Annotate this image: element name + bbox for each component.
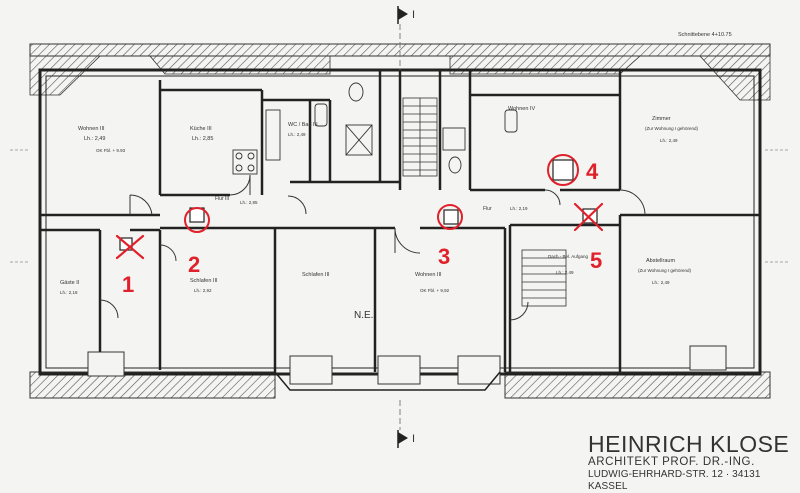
red-markers: 1 2 3 4 5 xyxy=(115,154,604,297)
architect-address: LUDWIG-EHRHARD-STR. 12 · 34131 KASSEL xyxy=(588,469,761,492)
room-area: Lh.: 2,49 xyxy=(84,136,105,142)
roof-hatching xyxy=(29,43,771,399)
room-name: WC / Bad III xyxy=(288,122,318,128)
room-name: Küche III xyxy=(190,126,212,132)
dimension-marks xyxy=(10,149,790,263)
room-name: Flur III xyxy=(215,196,229,202)
sanitary-fixtures xyxy=(232,82,518,175)
marker-1-cross xyxy=(115,234,145,260)
room-name: Wohnen III xyxy=(415,272,442,278)
room-name: Schlafen III xyxy=(302,272,330,278)
marker-2-number: 2 xyxy=(188,252,200,277)
stairwell xyxy=(402,97,567,307)
north-mark: N.E. xyxy=(354,310,373,321)
room-name: Gäste II xyxy=(60,280,80,286)
interior-walls xyxy=(40,70,760,372)
architect-name: HEINRICH KLOSE xyxy=(588,431,790,457)
room-name: Wohnen IV xyxy=(508,106,535,112)
marker-5-number: 5 xyxy=(590,248,602,273)
room-labels: Wohnen III Lh.: 2,49 OK Fbl. + 9.93 Küch… xyxy=(60,106,698,321)
room-area: Lh.: 2,85 xyxy=(240,200,258,205)
room-area: (Zur Wohnung I gehörend) xyxy=(638,268,691,273)
room-area: Lh.: 2,18 xyxy=(60,290,78,295)
room-extra: OK Fbl. + 9.93 xyxy=(96,148,126,153)
sheet-ref: Schnittebene 4+10.75 xyxy=(678,32,732,38)
room-name: Zimmer xyxy=(652,116,671,122)
room-area: Lh.: 2,49 xyxy=(556,270,574,275)
marker-5-cross xyxy=(573,202,604,232)
room-name: Flur xyxy=(483,206,492,212)
doors xyxy=(99,174,646,321)
architect-subtitle: ARCHITEKT PROF. DR.-ING. xyxy=(588,456,755,468)
marker-4-number: 4 xyxy=(586,159,599,184)
marker-3-number: 3 xyxy=(438,244,450,269)
room-area: OK Fbl. + 9,92 xyxy=(420,288,450,293)
section-marker-top: I xyxy=(397,6,415,24)
section-marker-bottom: I xyxy=(397,430,415,448)
room-area: (Zur Wohnung I gehörend) xyxy=(645,126,698,131)
title-block: HEINRICH KLOSE ARCHITEKT PROF. DR.-ING. … xyxy=(588,432,793,493)
section-label-bottom: I xyxy=(412,433,415,445)
room-extra: Lh.: 2,49 xyxy=(660,138,678,143)
marker-3-circle xyxy=(437,204,463,230)
room-name: Abstellraum xyxy=(646,258,675,264)
room-area: Lh.: 2,92 xyxy=(194,288,212,293)
marker-1-number: 1 xyxy=(122,272,134,297)
room-extra: Lh.: 2,49 xyxy=(652,280,670,285)
marker-4-circle xyxy=(547,154,579,186)
room-name: Wohnen III xyxy=(78,126,105,132)
room-name: Schlafen III xyxy=(190,278,218,284)
marker-2-circle xyxy=(184,207,210,233)
dormers xyxy=(87,345,727,385)
room-area: Lh.: 2,19 xyxy=(510,206,528,211)
room-area: Lh.: 2,85 xyxy=(192,136,213,142)
section-label-top: I xyxy=(412,9,415,21)
room-area: Lh.: 2,49 xyxy=(288,132,306,137)
bay-walls xyxy=(274,371,501,391)
oven-boxes xyxy=(119,159,598,251)
room-name: Dach - Bel. Aufgang xyxy=(548,254,589,259)
